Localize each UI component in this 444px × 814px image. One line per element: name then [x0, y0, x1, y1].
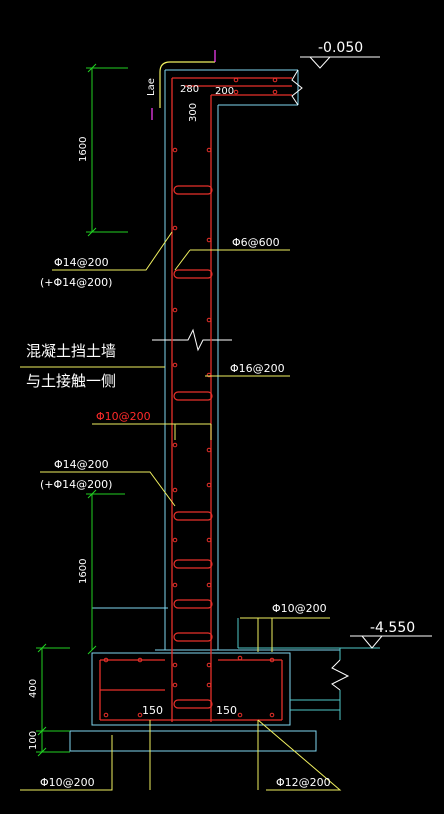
dim-200-top-label: 200	[215, 86, 234, 97]
dim-100-label: 100	[28, 731, 39, 750]
elevation-top-label: -0.050	[318, 40, 363, 56]
rebar-group	[99, 77, 292, 722]
footing	[69, 652, 317, 752]
rebar-lower-main-add-label: (+Φ14@200)	[40, 478, 112, 491]
elevation-marker-top	[300, 56, 380, 69]
leader-lines	[20, 231, 342, 791]
wall-note-line2: 与土接触一侧	[26, 372, 116, 390]
dim-150-right-label: 150	[216, 704, 237, 717]
right-slab	[237, 618, 380, 720]
rebar-lower-main-label: Φ14@200	[54, 458, 109, 471]
lae-hook	[151, 50, 216, 120]
rebar-red-label: Φ10@200	[96, 410, 151, 423]
wall-break-line	[152, 328, 232, 352]
rebar-right-base-label: Φ10@200	[272, 602, 327, 615]
rebar-inner-main-label: Φ16@200	[230, 362, 285, 375]
dim-300-label: 300	[188, 103, 199, 122]
wall-outline	[91, 69, 340, 651]
wall-ties	[173, 185, 213, 709]
dim-400-label: 400	[28, 679, 39, 698]
dim-150-left-label: 150	[142, 704, 163, 717]
lae-label: Lae	[146, 78, 157, 96]
rebar-tie-label: Φ6@600	[232, 236, 280, 249]
elevation-bottom-label: -4.550	[370, 620, 415, 636]
elevation-marker-bottom	[350, 635, 432, 649]
wall-note-line1: 混凝土挡土墙	[26, 342, 116, 360]
rebar-dots	[103, 77, 278, 718]
dim-lower-1600-label: 1600	[78, 559, 89, 584]
dim-280-label: 280	[180, 84, 199, 95]
rebar-bottom-left-label: Φ10@200	[40, 776, 95, 789]
rebar-upper-main-add-label: (+Φ14@200)	[40, 276, 112, 289]
dimension-lines	[36, 63, 128, 757]
rebar-bottom-right-label: Φ12@200	[276, 776, 331, 789]
rebar-upper-main-label: Φ14@200	[54, 256, 109, 269]
dim-upper-1600-label: 1600	[78, 137, 89, 162]
slab-break-line	[291, 69, 303, 106]
